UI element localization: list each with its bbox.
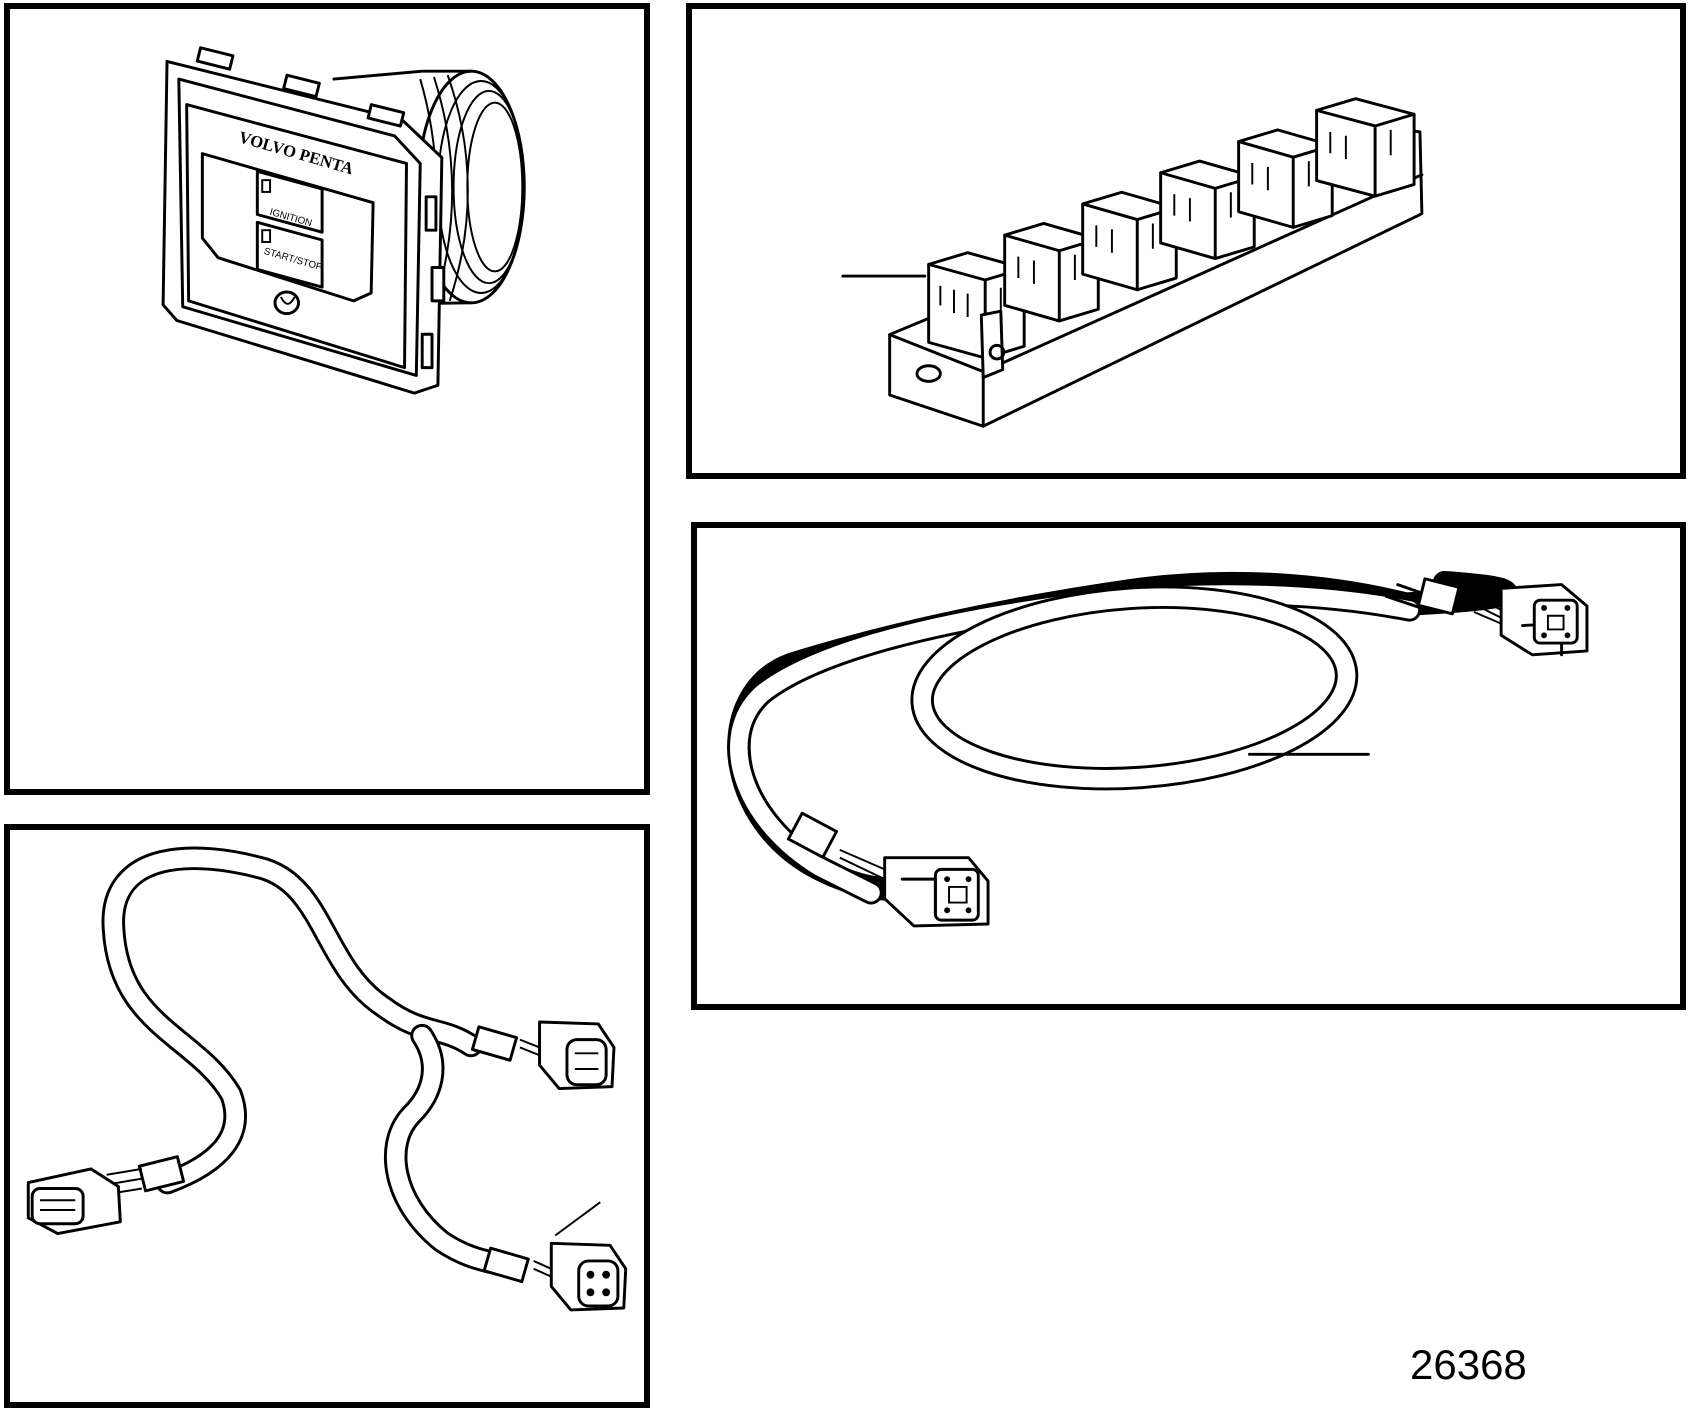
emblem-icon: [273, 290, 301, 316]
harness-connector-left: [26, 1155, 186, 1236]
start-stop-button[interactable]: START/STOP: [255, 220, 324, 289]
harness-connector-bottom-right: [482, 1241, 628, 1312]
extension-cable-illustration: [727, 570, 1589, 928]
figure-number: 26368: [1410, 1341, 1527, 1388]
callout-line: [554, 1201, 601, 1237]
cable-connector-right: [1384, 577, 1589, 657]
cable-coil: [727, 570, 1518, 905]
harness-connector-top-right: [470, 1020, 616, 1091]
y-harness-illustration: [26, 846, 628, 1312]
connector-socket-1: [927, 251, 1026, 379]
harness-cable: [101, 846, 522, 1279]
extension-cable-frame: [691, 522, 1686, 1010]
connector-strip-frame: [686, 3, 1686, 479]
connector-socket-3: [1081, 190, 1178, 292]
button-window: [200, 152, 375, 303]
control-panel-illustration: VOLVO PENTA IGNITION START/STOP: [161, 46, 526, 395]
connector-socket-2: [1003, 221, 1100, 323]
cable-connector-left: [786, 811, 990, 928]
control-panel-frame: VOLVO PENTA IGNITION START/STOP: [4, 3, 650, 795]
y-harness-frame: [4, 824, 650, 1408]
connector-socket-6: [1315, 97, 1416, 198]
connector-socket-5: [1237, 128, 1334, 229]
connector-socket-4: [1159, 159, 1256, 261]
start-stop-indicator-icon: [261, 229, 272, 243]
ignition-indicator-icon: [261, 179, 272, 193]
connector-strip-illustration: [841, 97, 1424, 428]
